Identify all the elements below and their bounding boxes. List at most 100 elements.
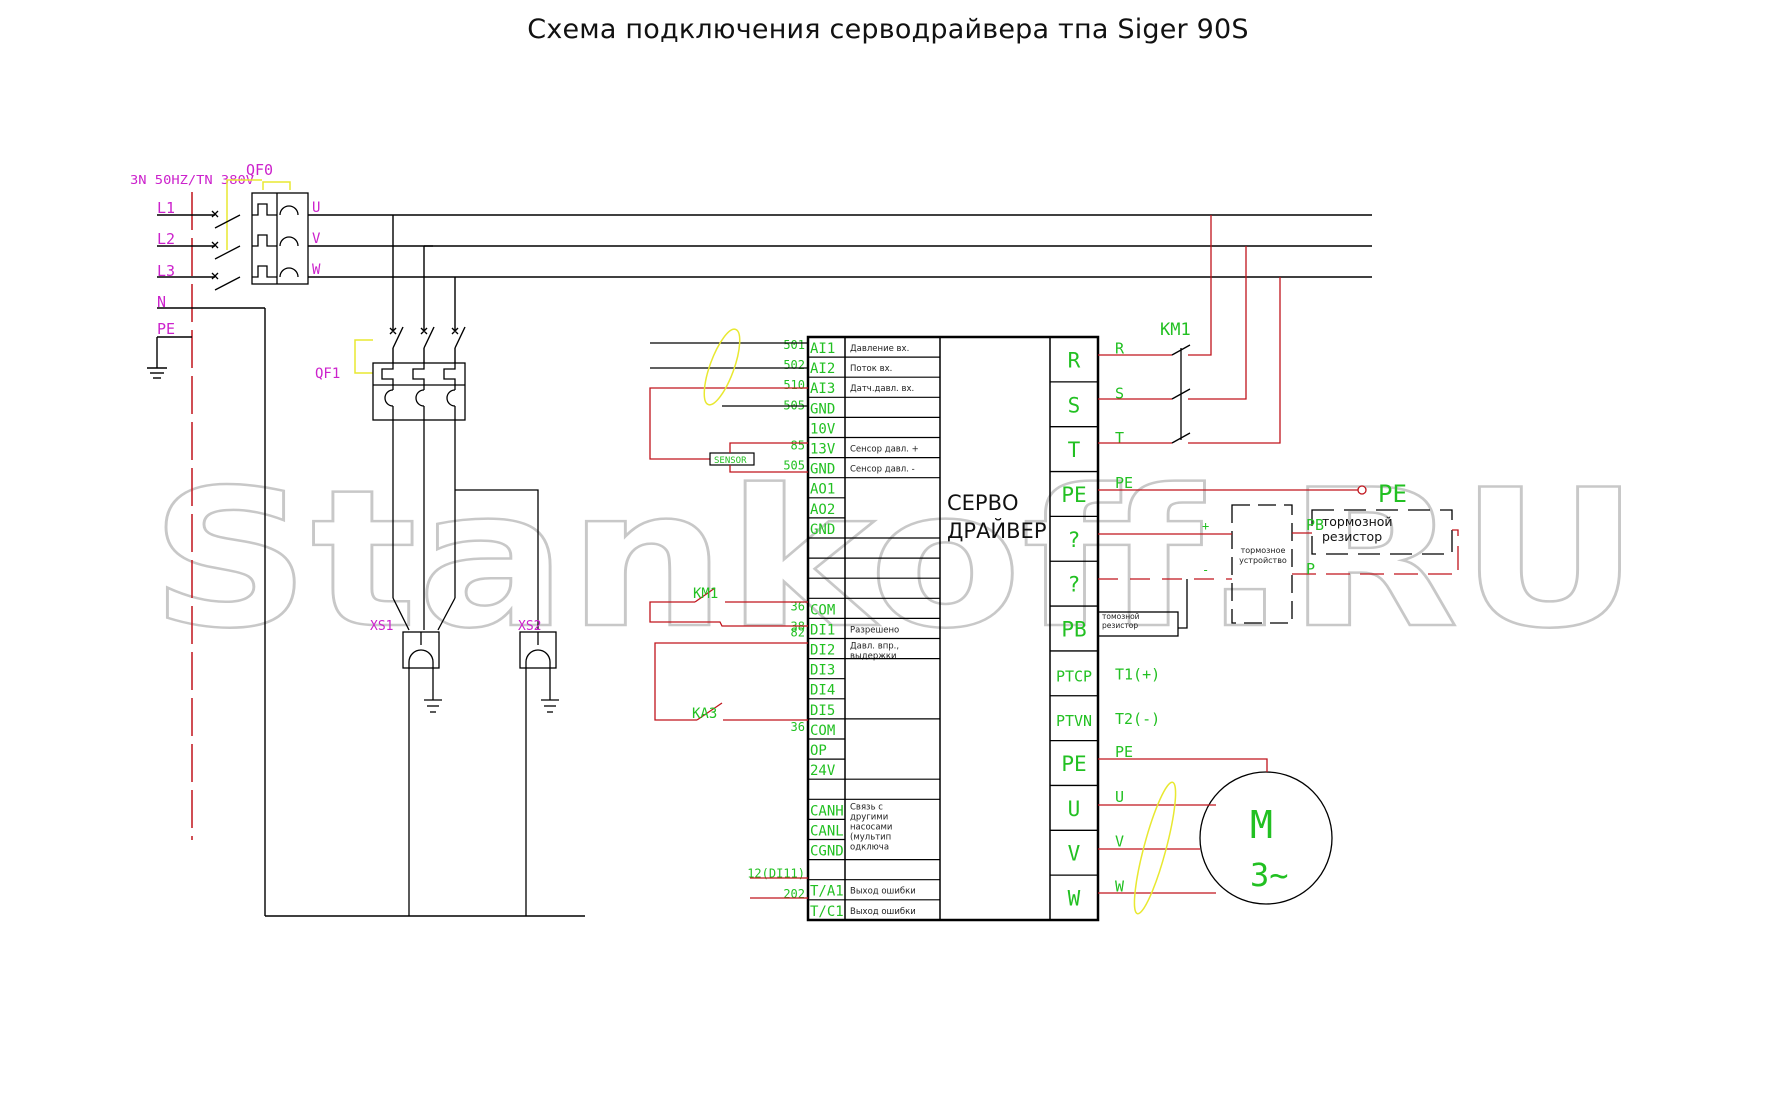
wire-number-label: 12(DI11): [747, 867, 805, 881]
brake-unit-label: тормозное устройство: [1239, 546, 1287, 565]
terminal-pin-label: CANL: [810, 823, 844, 839]
terminal-pin-label: AI3: [810, 381, 835, 397]
wire-number-label: 502: [783, 358, 805, 372]
sensor-label: SENSOR: [714, 456, 747, 466]
power-terminal-pin-label: PB: [1061, 618, 1086, 642]
terminal-pin-label: COM: [810, 602, 835, 618]
terminal-pin-label: AI2: [810, 361, 835, 377]
servo-driver-label-2: ДРАЙВЕР: [947, 518, 1046, 543]
terminal-pin-label: DI5: [810, 703, 835, 719]
terminal-description: Разрешено: [850, 625, 899, 635]
power-terminal-pin-label: V: [1068, 842, 1081, 866]
qf0-out-w: W: [312, 262, 321, 278]
wire-number-label: 505: [783, 459, 805, 473]
terminal-description: Сенсор давл. +: [850, 445, 919, 455]
power-wire-label: R: [1115, 339, 1125, 357]
terminal-pin-label: AO2: [810, 502, 835, 518]
km1-input-label: KM1: [693, 586, 718, 602]
power-wire-label: PE: [1115, 474, 1133, 492]
pressure-sensor: SENSOR: [709, 442, 808, 473]
km1-power-label: KM1: [1160, 320, 1191, 340]
supply-input-lines: [147, 214, 266, 916]
supply-spec-label: 3N 50HZ/TN 380V: [130, 173, 254, 187]
main-bus-lines: [308, 214, 1372, 278]
terminal-pin-label: T/A1: [810, 884, 844, 900]
xs1-label: XS1: [370, 619, 393, 634]
power-terminal-pin-label: T: [1068, 438, 1081, 462]
terminal-pin-label: AI1: [810, 341, 835, 357]
power-terminal-pin-label: ?: [1068, 573, 1081, 597]
terminal-pin-label: 24V: [810, 763, 836, 779]
wire-number-label: 510: [783, 378, 805, 392]
power-wire-label: V: [1115, 833, 1124, 851]
power-wire-label: T2(-): [1115, 710, 1160, 728]
terminal-description: Датч.давл. вх.: [850, 384, 914, 394]
power-wire-label: U: [1115, 788, 1124, 806]
terminal-description: Давл. впр.,выдержки: [850, 642, 899, 662]
qf0-label: QF0: [246, 161, 273, 179]
wire-number-label: 501: [783, 338, 805, 352]
power-wire-label: T: [1115, 429, 1124, 447]
brake-resistor-internal-label: томозной резистор: [1102, 612, 1140, 630]
xs2-label: XS2: [518, 619, 541, 634]
terminal-pin-label: COM: [810, 723, 835, 739]
terminal-pin-label: 13V: [810, 442, 836, 458]
power-wire-label: PE: [1115, 743, 1133, 761]
motor-label-3phase: 3~: [1250, 856, 1289, 894]
line-label-n: N: [157, 293, 166, 311]
power-terminal-pin-label: W: [1068, 887, 1081, 911]
line-label-l2: L2: [157, 230, 175, 248]
km1-enable-contact: [649, 587, 808, 627]
ka3-contact: [654, 642, 808, 721]
terminal-pin-label: CANH: [810, 803, 844, 819]
wire-number-label: 36: [791, 720, 805, 734]
power-wire-label: T1(+): [1115, 665, 1160, 683]
terminal-pin-label: GND: [810, 462, 835, 478]
terminal-description: Сенсор давл. -: [850, 465, 915, 475]
terminal-pin-label: DI3: [810, 663, 835, 679]
terminal-description: Выход ошибки: [850, 887, 916, 897]
wire-number-label: 202: [783, 887, 805, 901]
power-terminal-pin-label: ?: [1068, 528, 1081, 552]
power-terminal-pin-label: PE: [1061, 752, 1086, 776]
pe-ground-connection: PE: [1098, 480, 1407, 508]
breaker-qf0: QF0 U V W: [211, 161, 321, 291]
km1-power-contactor: KM1: [1098, 215, 1281, 444]
terminal-pin-label: AO1: [810, 482, 835, 498]
power-wire-label: W: [1115, 878, 1125, 896]
terminal-pin-label: T/C1: [810, 904, 844, 920]
wire-number-label: 505: [783, 398, 805, 412]
terminal-pin-label: DI4: [810, 683, 835, 699]
brake-minus-label: -: [1202, 563, 1209, 577]
diagram-title: Схема подключения серводрайвера тпа Sige…: [527, 14, 1249, 45]
servo-driver-label-1: СЕРВО: [947, 491, 1019, 515]
brake-plus-label: +: [1202, 519, 1209, 533]
motor: M 3~: [1098, 758, 1333, 915]
power-terminal-pin-label: PTCP: [1056, 667, 1092, 685]
wire-number-label: 85: [791, 439, 805, 453]
error-output-wiring: [750, 877, 808, 899]
brake-pb-label: PB: [1306, 516, 1324, 534]
terminal-pin-label: DI1: [810, 622, 835, 638]
socket-xs2: XS2: [518, 619, 559, 916]
terminal-pin-label: GND: [810, 401, 835, 417]
brake-p-label: P: [1306, 560, 1315, 578]
power-terminal-pin-label: S: [1068, 393, 1081, 417]
power-terminal-pin-label: R: [1068, 348, 1081, 372]
power-terminal-pin-label: U: [1068, 797, 1081, 821]
terminal-pin-label: GND: [810, 522, 835, 538]
power-wire-label: S: [1115, 384, 1124, 402]
terminal-pin-label: OP: [810, 743, 827, 759]
terminal-pin-label: 10V: [810, 421, 836, 437]
line-label-l1: L1: [157, 199, 175, 217]
ka3-label: KA3: [692, 706, 717, 722]
analog-input-wiring: [649, 328, 808, 460]
pe-terminal-label: PE: [1378, 480, 1407, 508]
qf1-feeders: [389, 215, 466, 363]
power-terminal-pin-label: PTVN: [1056, 712, 1092, 730]
terminal-description: Выход ошибки: [850, 907, 916, 917]
